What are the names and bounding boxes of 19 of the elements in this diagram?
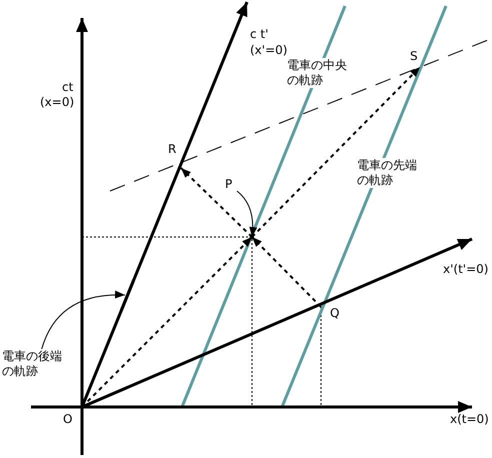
point-label: S [410, 49, 422, 63]
axis-label: x'(t'=0) [443, 262, 488, 276]
point-label: P [225, 177, 237, 191]
point-label: R [168, 142, 180, 156]
axis-label: c t' [250, 27, 268, 41]
leader-line [236, 190, 257, 238]
light-ray-arrow [251, 236, 322, 308]
point-label: Q [330, 306, 342, 320]
leader-line [41, 290, 126, 350]
axis-label: x(t=0) [450, 412, 489, 426]
rear-end-worldline [120, 279, 136, 311]
light-ray-arrow [180, 167, 253, 238]
axis-label: ct [62, 80, 74, 94]
axis-label: (x=0) [40, 95, 74, 109]
light-ray-arrow [251, 66, 421, 238]
axis-label: (x'=0) [250, 43, 288, 57]
event-point [250, 235, 254, 239]
point-label: O [63, 412, 75, 426]
light-ray-arrow [81, 236, 253, 408]
